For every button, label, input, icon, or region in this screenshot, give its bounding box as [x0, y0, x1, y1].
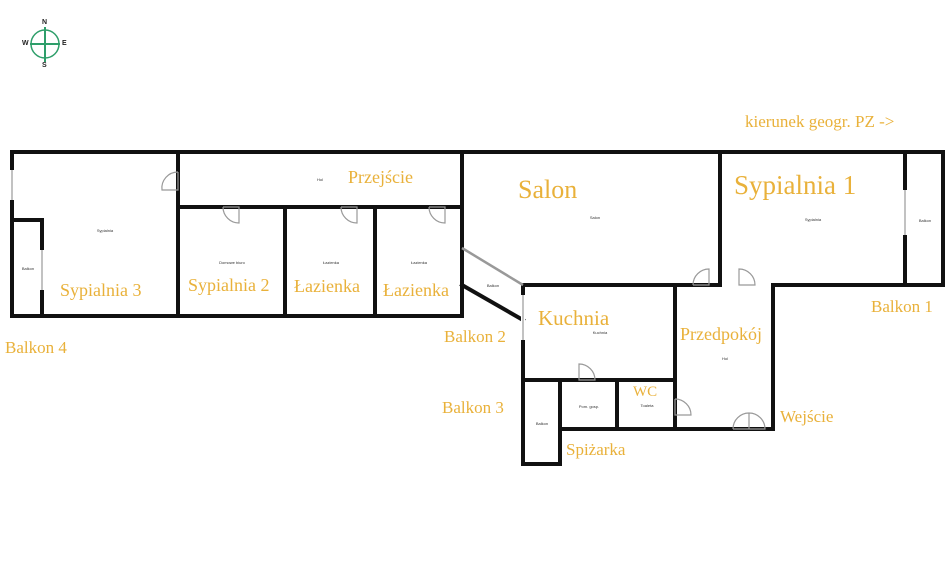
- room-label-przejscie: Przejście: [348, 167, 413, 187]
- small-label-balkon4: Balkon: [21, 266, 35, 271]
- room-label-salon: Salon: [518, 175, 578, 204]
- room-label-balkon3: Balkon 3: [442, 398, 504, 417]
- room-label-sypialnia2: Sypialnia 2: [188, 275, 270, 295]
- room-label-balkon2: Balkon 2: [444, 327, 506, 346]
- small-label-lazienka-1: Łazienka: [322, 260, 340, 265]
- small-label-sypialnia1: Sypialnia: [804, 217, 822, 222]
- small-label-hol-2: Hol: [721, 356, 729, 361]
- small-label-sypialnia3: Sypialnia: [96, 228, 114, 233]
- small-label-balkon3: Balkon: [535, 421, 549, 426]
- room-label-lazienka-1: Łazienka: [294, 276, 360, 296]
- compass-south: S: [42, 62, 47, 69]
- room-label-sypialnia3: Sypialnia 3: [60, 280, 142, 300]
- small-label-balkon2: Balkon: [486, 283, 500, 288]
- small-label-salon: Salon: [589, 215, 601, 220]
- small-label-kuchnia: Kuchnia: [592, 330, 608, 335]
- small-label-balkon1: Balkon: [918, 218, 932, 223]
- windows-and-doors: [10, 170, 907, 430]
- room-label-kuchnia: Kuchnia: [538, 306, 610, 330]
- direction-note: kierunek geogr. PZ ->: [745, 112, 895, 131]
- small-label-toaleta: Toaleta: [640, 403, 654, 408]
- compass-west: W: [22, 40, 29, 47]
- small-label-pom-gosp: Pom. gosp.: [578, 404, 600, 409]
- room-label-balkon4: Balkon 4: [5, 338, 67, 357]
- compass-north: N: [42, 19, 48, 26]
- walls: [10, 150, 945, 466]
- room-label-lazienka-2: Łazienka: [383, 280, 449, 300]
- room-label-sypialnia1: Sypialnia 1: [734, 170, 857, 200]
- small-label-domowe-biuro: Domowe biuro: [219, 260, 245, 265]
- compass-east: E: [62, 40, 67, 47]
- room-label-wc: WC: [633, 384, 658, 400]
- small-label-lazienka-2: Łazienka: [410, 260, 428, 265]
- room-label-wejscie: Wejście: [780, 407, 834, 426]
- room-label-balkon1: Balkon 1: [871, 297, 933, 316]
- room-label-przedpokoj: Przedpokój: [680, 324, 762, 344]
- room-label-spizarka: Spiżarka: [566, 440, 626, 459]
- small-label-hol: Hol: [316, 177, 324, 182]
- compass-icon: [30, 27, 60, 62]
